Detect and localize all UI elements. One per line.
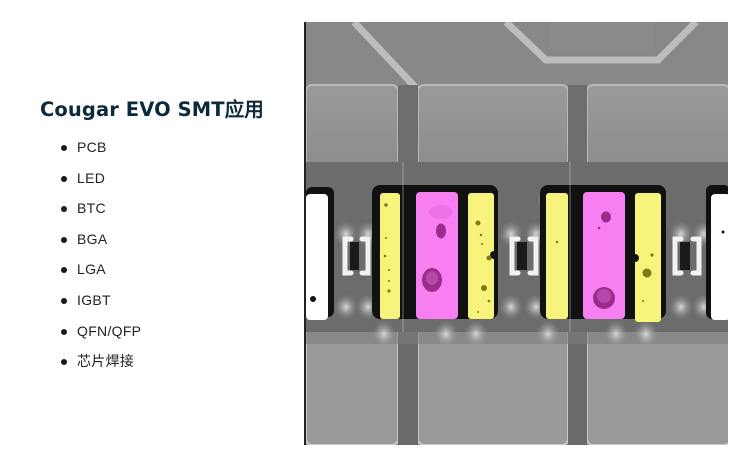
list-item: LGA: [60, 259, 141, 290]
xray-inspection-image: [304, 22, 728, 445]
bullet-icon: [61, 267, 67, 274]
list-item-label: QFN/QFP: [77, 322, 142, 339]
list-item-label: IGBT: [77, 291, 111, 308]
bullet-icon: [61, 297, 67, 304]
list-item: BTC: [60, 198, 141, 229]
page-title: Cougar EVO SMT应用: [40, 98, 264, 121]
bullet-icon: [61, 328, 67, 335]
bullet-icon: [61, 236, 67, 243]
bullet-icon: [61, 359, 67, 366]
list-item: BGA: [60, 229, 141, 260]
list-item: LED: [60, 168, 141, 199]
list-item: 芯片焊接: [60, 351, 141, 382]
list-item-label: 芯片焊接: [77, 353, 135, 370]
list-item-label: BGA: [77, 230, 108, 247]
bullet-icon: [61, 145, 67, 151]
list-item: PCB: [60, 137, 141, 168]
bullet-icon: [61, 206, 67, 213]
xray-graphic: [306, 22, 728, 445]
applications-list: PCB LED BTC BGA LGA IGBT QFN/QFP 芯片焊接: [60, 137, 141, 382]
bullet-icon: [61, 175, 67, 182]
list-item-label: PCB: [77, 139, 107, 155]
list-item-label: BTC: [77, 200, 106, 217]
list-item-label: LED: [77, 169, 106, 186]
list-item-label: LGA: [77, 261, 106, 278]
list-item: QFN/QFP: [60, 321, 141, 352]
list-item: IGBT: [60, 290, 141, 321]
